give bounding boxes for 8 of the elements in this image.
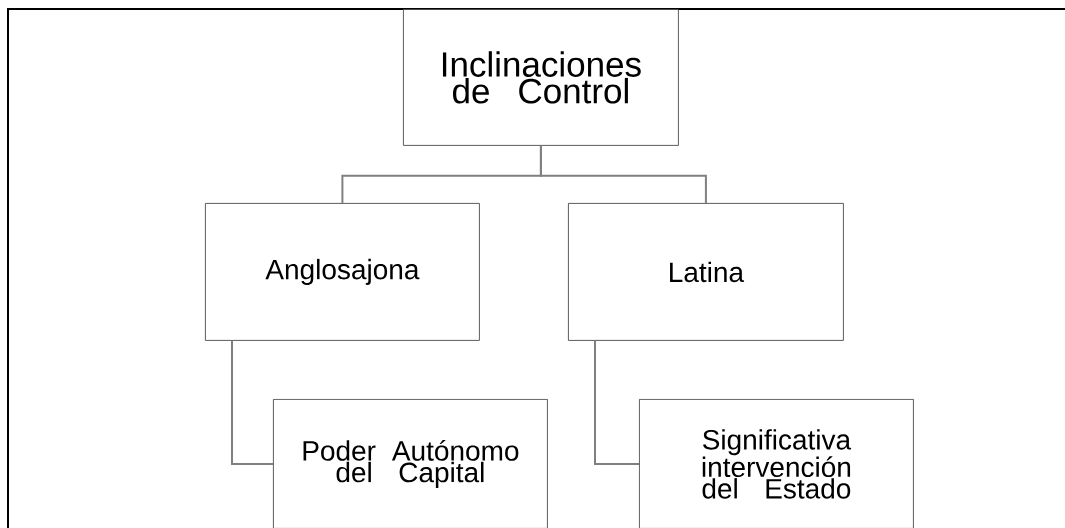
box: Anglosajona <box>205 203 480 341</box>
box: Poder Autónomo del Capital <box>273 399 548 528</box>
box: Inclinaciones de Control <box>403 9 679 146</box>
connector-line <box>539 144 707 204</box>
connector-line <box>231 339 274 465</box>
connector-line <box>594 339 640 465</box>
box: Latina <box>568 203 844 341</box>
box: Significativa intervención del Estado <box>639 399 914 528</box>
